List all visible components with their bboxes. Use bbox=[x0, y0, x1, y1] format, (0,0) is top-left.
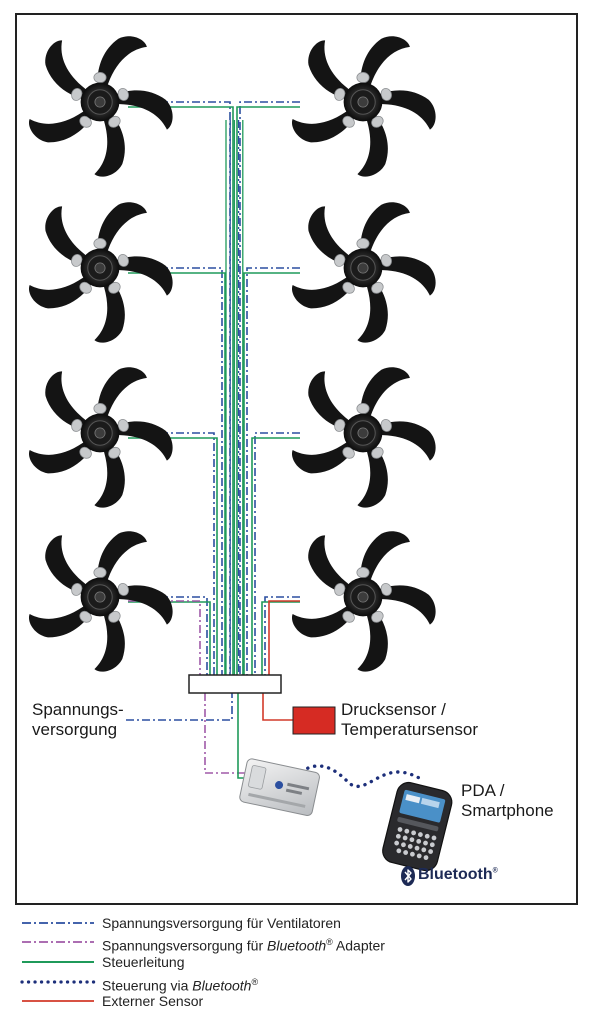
legend-text-power: Spannungsversorgung für Ventilatoren bbox=[102, 915, 341, 931]
control-line-left-fan-3 bbox=[128, 437, 218, 678]
legend-swatches bbox=[20, 922, 96, 1002]
axial-fan-icon-1 bbox=[22, 35, 178, 184]
power-supply-label-line2: versorgung bbox=[32, 720, 118, 739]
sensor-label-line1: Drucksensor / bbox=[341, 700, 446, 719]
terminal-block bbox=[188, 674, 282, 694]
power-supply-label: Spannungs- versorgung bbox=[32, 700, 124, 740]
bluetooth-link bbox=[294, 764, 426, 789]
power-line-right-fan-3 bbox=[254, 432, 300, 678]
power-line-left-fan-2 bbox=[128, 267, 223, 678]
axial-fan-icon-8 bbox=[285, 530, 441, 679]
smartphone-icon bbox=[382, 781, 453, 872]
power-line-right-fan-1 bbox=[239, 101, 300, 678]
control-line-right-fan-4 bbox=[261, 601, 300, 678]
legend-text-adapter-mark: ® bbox=[326, 937, 333, 947]
axial-fan-icon-6 bbox=[285, 366, 441, 515]
pda-label-line2: Smartphone bbox=[461, 801, 554, 820]
axial-fan-icon-3 bbox=[22, 201, 178, 350]
power-line-right-fan-2 bbox=[246, 267, 300, 678]
legend-text-bluetooth-mark: ® bbox=[251, 977, 259, 987]
adapter-power-line-lower bbox=[204, 693, 250, 774]
sensor-label: Drucksensor / Temperatursensor bbox=[341, 700, 478, 740]
sensor-label-line2: Temperatursensor bbox=[341, 720, 479, 739]
bluetooth-brand-text: Bluetooth bbox=[418, 866, 493, 883]
power-line-right-fan-4 bbox=[264, 596, 300, 678]
legend-text-bluetooth-italic: Bluetooth bbox=[192, 977, 252, 994]
power-line-left-fan-3 bbox=[128, 432, 215, 678]
control-line-right-fan-2 bbox=[243, 272, 300, 678]
legend-item-bluetooth: Steuerung via Bluetooth® bbox=[102, 974, 258, 994]
sensor-line-upper bbox=[268, 600, 300, 678]
legend-text-adapter-after: Adapter bbox=[332, 937, 385, 954]
bluetooth-logo-icon bbox=[401, 866, 415, 886]
legend-text-adapter-before: Spannungsversorgung für bbox=[102, 937, 267, 954]
legend-text-bluetooth-before: Steuerung via bbox=[102, 977, 193, 994]
bluetooth-adapter-icon bbox=[239, 758, 320, 816]
pda-label: PDA / Smartphone bbox=[461, 781, 554, 821]
bluetooth-brand-label: Bluetooth® bbox=[418, 866, 498, 884]
axial-fan-icon-5 bbox=[22, 366, 178, 515]
legend-text-control: Steuerleitung bbox=[102, 954, 185, 970]
axial-fan-icon-2 bbox=[285, 35, 441, 184]
sensor-line-lower bbox=[262, 693, 293, 721]
pressure-temperature-sensor-box bbox=[292, 706, 336, 735]
bluetooth-brand-mark: ® bbox=[492, 867, 498, 875]
legend-item-adapter-power: Spannungsversorgung für Bluetooth® Adapt… bbox=[102, 934, 385, 954]
control-line-right-fan-1 bbox=[236, 106, 300, 678]
legend-item-sensor: Externer Sensor bbox=[102, 993, 203, 1009]
legend-item-control: Steuerleitung bbox=[102, 954, 185, 970]
axial-fan-icon-4 bbox=[285, 201, 441, 350]
axial-fan-icon-7 bbox=[22, 530, 178, 679]
control-line-right-fan-3 bbox=[251, 437, 300, 678]
mains-power-line bbox=[126, 693, 233, 721]
legend-item-power: Spannungsversorgung für Ventilatoren bbox=[102, 915, 341, 931]
power-line-left-fan-4 bbox=[128, 596, 208, 678]
legend-text-sensor: Externer Sensor bbox=[102, 993, 204, 1009]
legend-text-adapter-italic: Bluetooth bbox=[267, 937, 327, 954]
cable-bundle bbox=[126, 101, 426, 789]
power-supply-label-line1: Spannungs- bbox=[32, 700, 124, 719]
diagram-frame bbox=[15, 13, 578, 905]
pda-label-line1: PDA / bbox=[461, 781, 505, 800]
fan-array bbox=[22, 35, 441, 679]
